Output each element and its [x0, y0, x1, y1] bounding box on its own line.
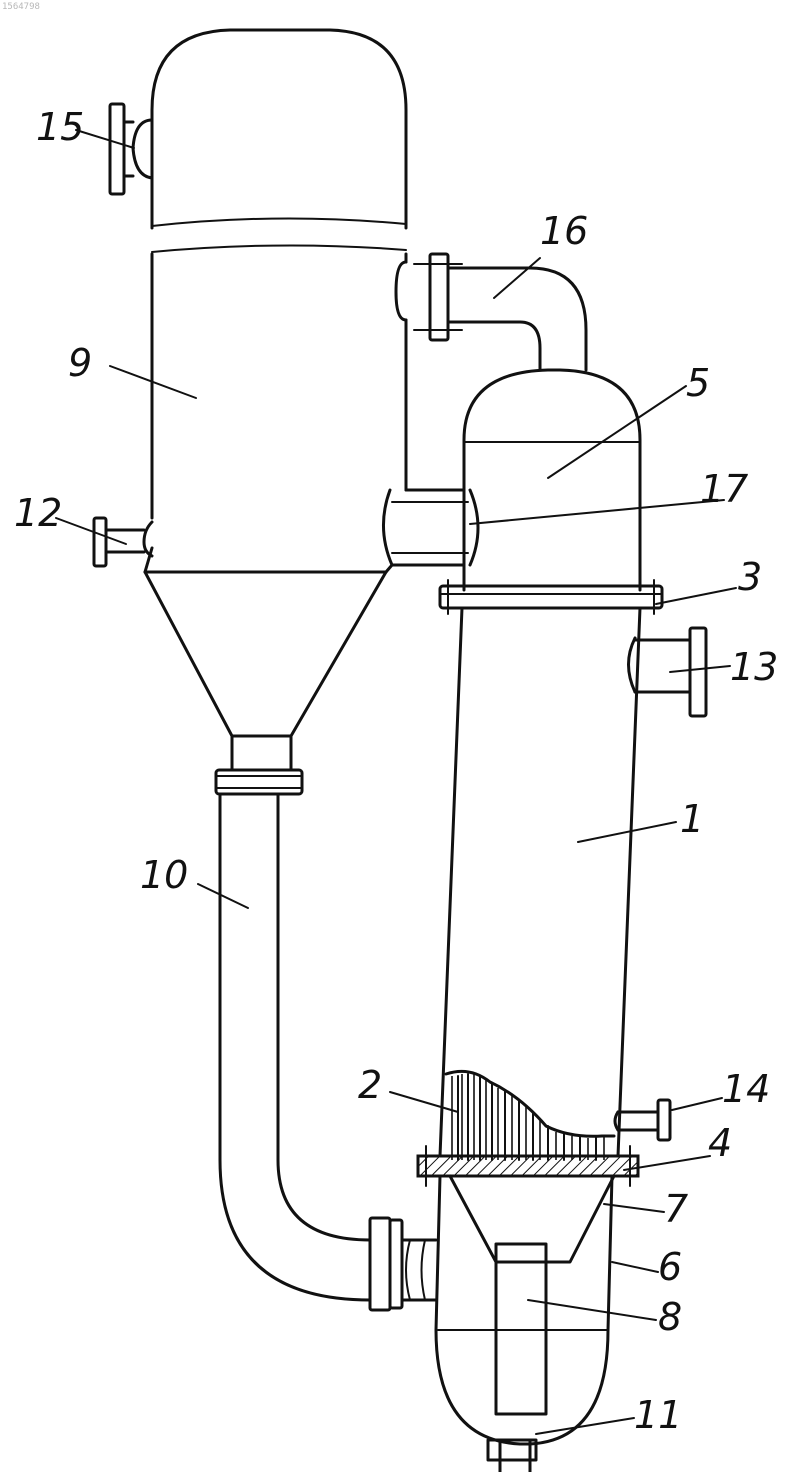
nozzle-13 [629, 628, 707, 716]
label-10: 10 [140, 853, 188, 897]
label-14: 14 [722, 1067, 770, 1111]
heater-body [440, 608, 640, 1156]
flange-cone-outlet [216, 770, 302, 794]
label-13: 13 [730, 645, 778, 689]
label-9: 9 [68, 341, 92, 385]
separator-vessel [145, 30, 406, 770]
label-12: 12 [14, 491, 62, 535]
label-6: 6 [658, 1245, 682, 1289]
label-4: 4 [708, 1121, 732, 1165]
label-17: 17 [700, 467, 748, 511]
label-11: 11 [634, 1393, 682, 1437]
label-16: 16 [540, 209, 588, 253]
image-id: 1564798 [2, 2, 40, 12]
label-15: 15 [36, 105, 84, 149]
nozzle-15 [110, 104, 152, 194]
deflector-cone [450, 1176, 614, 1262]
vapour-pipe [396, 254, 586, 370]
downcomer-pipe [220, 794, 370, 1300]
upper-flange [440, 580, 662, 614]
label-3: 3 [738, 555, 762, 599]
flange-downcomer-inlet [370, 1218, 436, 1310]
nozzle-14 [615, 1100, 670, 1140]
label-1: 1 [680, 797, 704, 841]
tube-bundle [446, 1071, 614, 1160]
label-5: 5 [686, 361, 710, 405]
label-2: 2 [358, 1063, 382, 1107]
label-8: 8 [658, 1295, 682, 1339]
label-7: 7 [664, 1187, 688, 1231]
heater-top-chamber [464, 370, 640, 590]
